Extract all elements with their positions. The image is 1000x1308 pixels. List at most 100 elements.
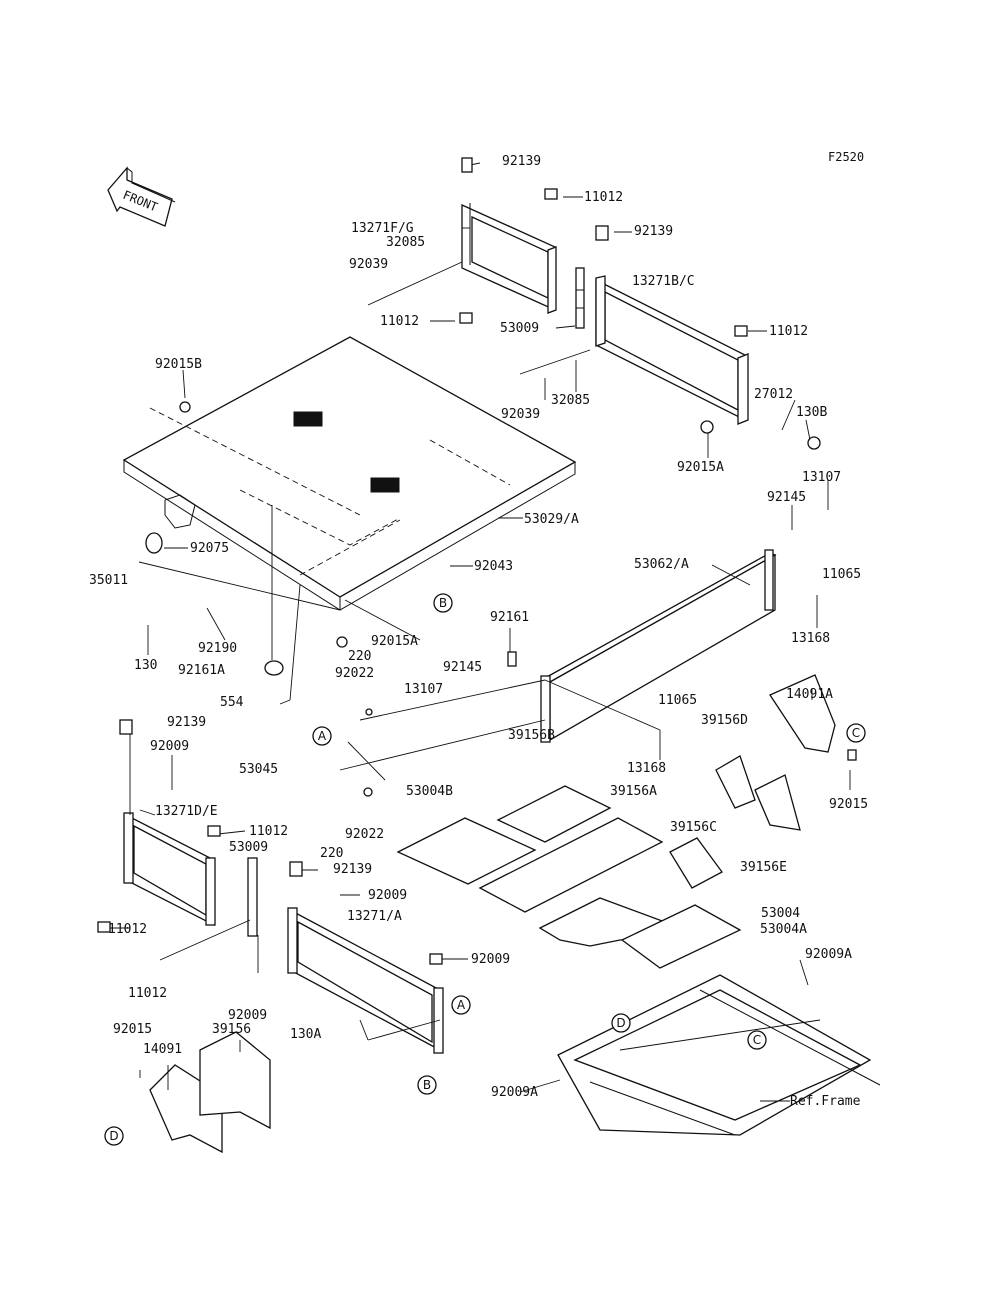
tailgate-53062a	[540, 549, 777, 743]
part-label: 220	[320, 846, 343, 861]
guard-14091a	[769, 674, 836, 753]
part-label: 53009	[229, 840, 268, 855]
part-label: 92039	[501, 407, 540, 422]
callout-b-1: B	[433, 593, 453, 613]
part-label: 92009	[471, 952, 510, 967]
part-label: 35011	[89, 573, 128, 588]
part-label: 92015A	[677, 460, 724, 475]
pad-39156e	[754, 774, 801, 831]
part-label: 92015B	[155, 357, 202, 372]
pad-39156d	[715, 755, 756, 809]
svg-text:C: C	[852, 726, 860, 740]
part-label: 11012	[584, 190, 623, 205]
mat-39156b	[496, 785, 612, 843]
part-label: 92022	[345, 827, 384, 842]
part-label: 39156	[212, 1022, 251, 1037]
mat-53004a	[620, 904, 742, 969]
callout-a-1: A	[312, 726, 332, 746]
part-label: 13271B/C	[632, 274, 695, 289]
part-label: 27012	[754, 387, 793, 402]
part-label: 13271D/E	[155, 804, 218, 819]
svg-text:B: B	[423, 1078, 431, 1092]
part-label: 39156E	[740, 860, 787, 875]
part-label: 11012	[249, 824, 288, 839]
tailgate-13271a	[287, 907, 444, 1054]
part-label: 92009A	[805, 947, 852, 962]
part-label: 92043	[474, 559, 513, 574]
part-label: 130A	[290, 1027, 321, 1042]
mat-39156a	[478, 817, 664, 913]
part-label: 554	[220, 695, 244, 710]
part-label: 92039	[349, 257, 388, 272]
part-label: 13271F/G	[351, 221, 414, 236]
svg-text:D: D	[616, 1016, 625, 1030]
pad-39156	[199, 1031, 271, 1130]
hinge-53009-lower	[247, 857, 258, 937]
callout-c-1: C	[846, 723, 866, 743]
part-label: 92190	[198, 641, 237, 656]
svg-text:C: C	[753, 1033, 761, 1047]
part-label: 32085	[551, 393, 590, 408]
part-label: 53004A	[760, 922, 807, 937]
callout-d-2: D	[104, 1126, 124, 1146]
callout-c-2: C	[747, 1030, 767, 1050]
hinge-53009-upper	[575, 267, 585, 329]
leader-lines	[100, 162, 851, 1102]
part-label: 11012	[380, 314, 419, 329]
part-label: 13271/A	[347, 909, 402, 924]
part-label: 130B	[796, 405, 827, 420]
part-label: 92015A	[371, 634, 418, 649]
mat-39156c	[669, 837, 723, 889]
part-label: 92139	[167, 715, 206, 730]
part-label: 13107	[802, 470, 841, 485]
grid-mark-icon	[293, 411, 400, 493]
side-gate-13271fg	[461, 203, 557, 314]
part-label: 92139	[333, 862, 372, 877]
figure-code: F2520	[828, 150, 864, 164]
part-label: 53009	[500, 321, 539, 336]
part-label: 39156C	[670, 820, 717, 835]
part-label: 13168	[791, 631, 830, 646]
part-label: 53062/A	[634, 557, 689, 572]
callout-d-1: D	[611, 1013, 631, 1033]
part-label: 92009	[150, 739, 189, 754]
part-label: 53029/A	[524, 512, 579, 527]
front-arrow-icon: FRONT	[107, 166, 176, 227]
part-label: 11012	[108, 922, 147, 937]
callout-a-2: A	[451, 995, 471, 1015]
part-label: 92015	[829, 797, 868, 812]
part-label: 130	[134, 658, 157, 673]
part-label: 92139	[634, 224, 673, 239]
part-label: 11065	[822, 567, 861, 582]
part-label: 39156D	[701, 713, 748, 728]
tailgate-13271bc	[595, 275, 749, 425]
part-label: 11012	[128, 986, 167, 1001]
part-label: 92161A	[178, 663, 225, 678]
part-label: 92015	[113, 1022, 152, 1037]
callout-a-3: A	[454, 997, 463, 1011]
part-label: 92145	[443, 660, 482, 675]
svg-text:D: D	[109, 1129, 118, 1143]
hardware-markers	[97, 157, 857, 965]
part-label: 92145	[767, 490, 806, 505]
part-label: 39156B	[508, 728, 555, 743]
part-label: 220	[348, 649, 371, 664]
svg-text:A: A	[457, 998, 466, 1012]
part-label: Ref.Frame	[790, 1094, 861, 1109]
part-label: 32085	[386, 235, 425, 250]
part-label: 11065	[658, 693, 697, 708]
part-label: 14091	[143, 1042, 182, 1057]
part-label: 92075	[190, 541, 229, 556]
svg-text:A: A	[318, 729, 327, 743]
part-labels: 92139 11012 13271F/G 32085 92039 11012 5…	[89, 154, 868, 1109]
part-label: 39156A	[610, 784, 657, 799]
svg-text:B: B	[439, 596, 447, 610]
ref-frame	[557, 974, 881, 1136]
part-label: 13168	[627, 761, 666, 776]
callout-b-2: B	[417, 1075, 437, 1095]
part-label: 92139	[502, 154, 541, 169]
part-label: 92009	[368, 888, 407, 903]
part-label: 92161	[490, 610, 529, 625]
part-label: 13107	[404, 682, 443, 697]
